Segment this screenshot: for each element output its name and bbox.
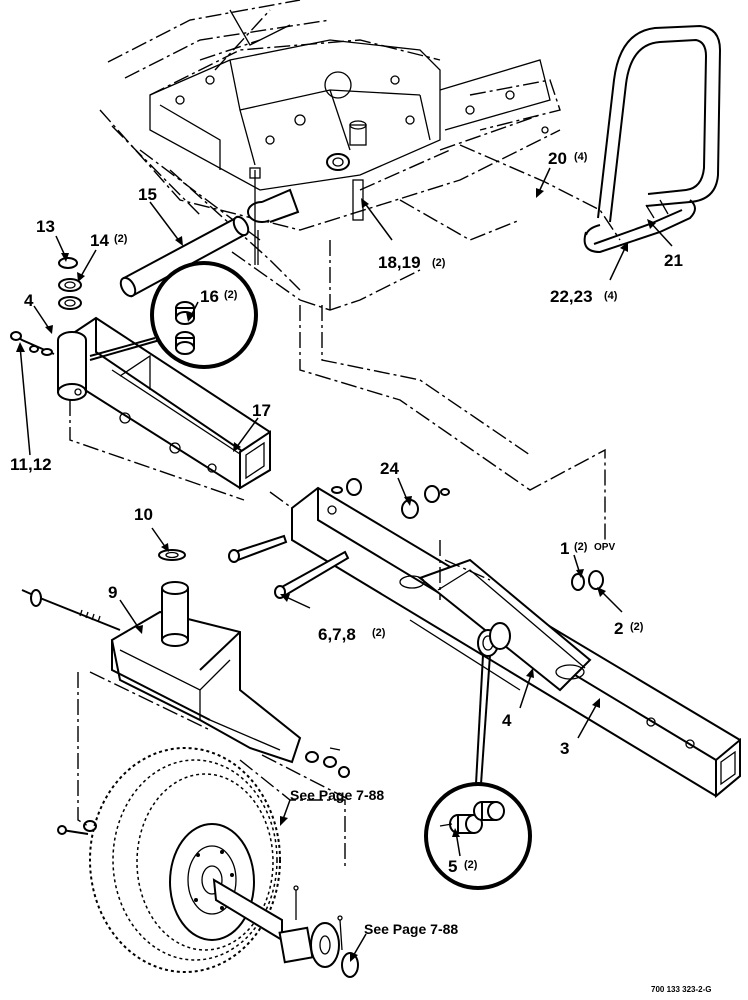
spacer-washers (58, 257, 82, 310)
callout-24: 24 (380, 459, 399, 478)
callout-11-12: 11,12 (10, 455, 52, 474)
callout-5: 5 (448, 857, 457, 876)
callout-13: 13 (36, 217, 55, 236)
detail-circle-bushings (89, 261, 258, 369)
tongue-washers (331, 478, 604, 591)
leaders (16, 167, 673, 962)
wheel-spindle (21, 549, 350, 778)
callout-5-qty: (2) (464, 859, 478, 871)
callout-18-19: 18,19 (378, 253, 421, 272)
wheel (89, 747, 359, 978)
callout-10: 10 (134, 505, 153, 524)
pivot-pin (119, 215, 250, 298)
callout-14: 14 (90, 231, 109, 250)
callout-18-19-qty: (2) (432, 257, 446, 269)
callout-6-7-8: 6,7,8 (318, 625, 356, 644)
callout-1-suffix: OPV (594, 542, 615, 553)
callout-1: 1 (560, 539, 569, 558)
spindle-arm (57, 316, 271, 490)
bolt-11-12 (10, 331, 55, 356)
machine-frame (99, 0, 561, 311)
callout-20-qty: (4) (574, 151, 588, 163)
figure-id: 700 133 323-2-G (651, 985, 712, 994)
callout-1-qty: (2) (574, 541, 588, 553)
hitch-tongue (291, 486, 741, 799)
callout-17: 17 (252, 401, 271, 420)
bolts-6-7-8 (228, 534, 350, 599)
callout-9: 9 (108, 583, 117, 602)
callout-labels: 13 14 (2) 15 4 16 (2) 17 11,12 18,19 (2)… (10, 149, 712, 994)
callout-4-upper: 4 (24, 291, 34, 310)
callout-3: 3 (560, 739, 569, 758)
callout-22-23-qty: (4) (604, 290, 618, 302)
callout-6-7-8-qty: (2) (372, 627, 386, 639)
see-page-ref-upper: See Page 7-88 (290, 787, 384, 803)
detail-circle-bushing-5 (424, 654, 532, 890)
callout-16-qty: (2) (224, 289, 238, 301)
callout-2-qty: (2) (630, 621, 644, 633)
callout-14-qty: (2) (114, 233, 128, 245)
callout-16: 16 (200, 287, 219, 306)
callout-20: 20 (548, 149, 567, 168)
callout-2: 2 (614, 619, 623, 638)
see-page-ref-lower: See Page 7-88 (364, 921, 458, 937)
callout-21: 21 (664, 251, 683, 270)
callout-4-lower: 4 (502, 711, 512, 730)
callout-15: 15 (138, 185, 157, 204)
callout-22-23: 22,23 (550, 287, 593, 306)
